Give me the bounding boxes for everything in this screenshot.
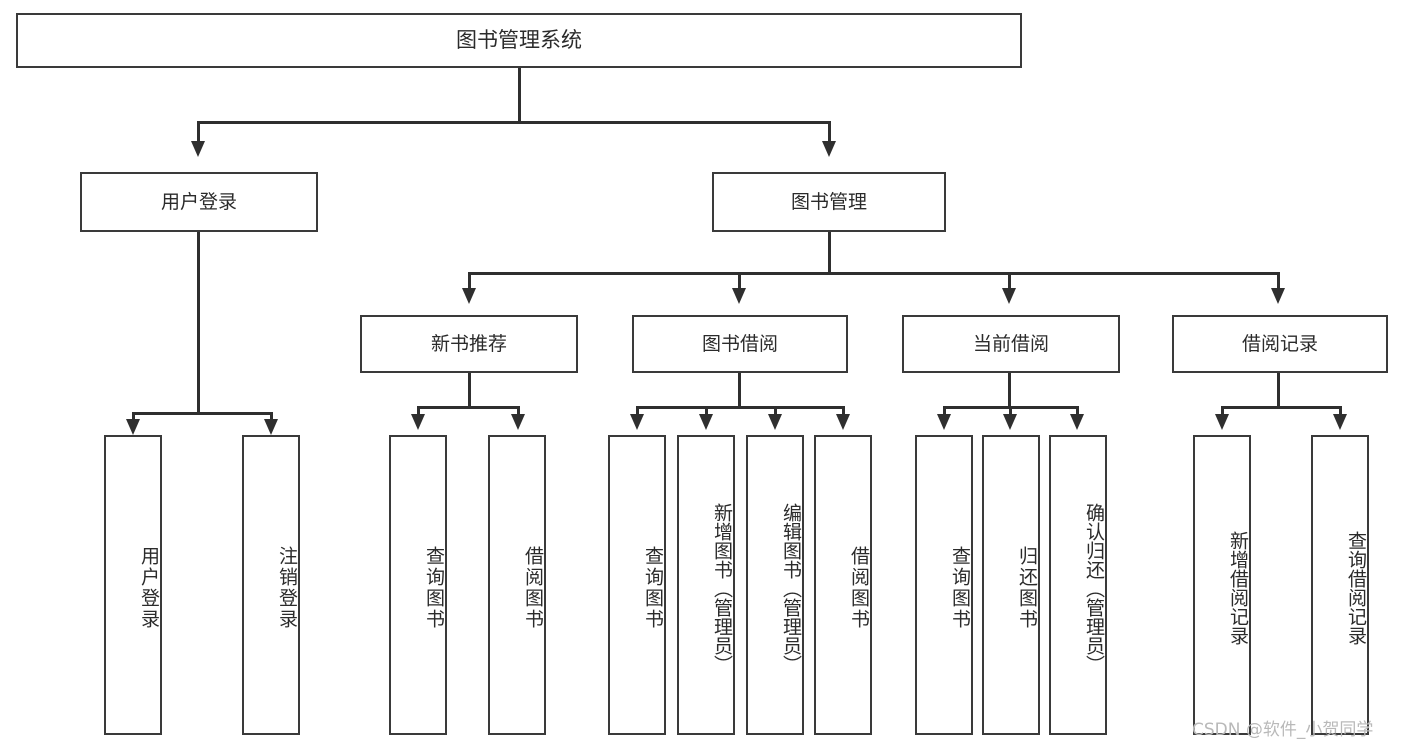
connector-level2-bar [198, 121, 830, 124]
node-leaf-edit-book[interactable]: 编辑图书（管理员） [746, 435, 804, 735]
arrowhead-leaf-query-record [1333, 414, 1347, 430]
node-borrow-record[interactable]: 借阅记录 [1172, 315, 1388, 373]
connector-cb-2 [1009, 406, 1012, 416]
arrowhead-leaf-borrow-book [836, 414, 850, 430]
connector-cb-3 [1076, 406, 1079, 416]
arrowhead-book-borrow [732, 288, 746, 304]
connector-bb-3 [774, 406, 777, 416]
node-current-borrow[interactable]: 当前借阅 [902, 315, 1120, 373]
connector-book-management-stem [828, 232, 831, 273]
node-leaf-user-logout[interactable]: 注销登录 [242, 435, 300, 735]
arrowhead-borrow-record [1271, 288, 1285, 304]
node-leaf-user-login[interactable]: 用户登录 [104, 435, 162, 735]
connector-to-book-management [828, 121, 831, 143]
arrowhead-book-management [822, 141, 836, 157]
node-book-management[interactable]: 图书管理 [712, 172, 946, 232]
connector-new-book-recommend-stem [468, 373, 471, 407]
connector-borrow-record-bar [1222, 406, 1341, 409]
connector-nbr-left [417, 406, 420, 416]
node-leaf-borrow-book-recommend[interactable]: 借阅图书 [488, 435, 546, 735]
connector-to-user-login [197, 121, 200, 143]
node-user-login[interactable]: 用户登录 [80, 172, 318, 232]
connector-user-login-right [270, 412, 273, 422]
connector-to-current-borrow [1008, 272, 1011, 290]
node-leaf-query-book-recommend[interactable]: 查询图书 [389, 435, 447, 735]
connector-level3-bar [469, 272, 1279, 275]
connector-cb-1 [943, 406, 946, 416]
node-book-borrow[interactable]: 图书借阅 [632, 315, 848, 373]
connector-bb-1 [636, 406, 639, 416]
node-leaf-add-record[interactable]: 新增借阅记录 [1193, 435, 1251, 735]
arrowhead-leaf-query-book-borrow [630, 414, 644, 430]
connector-to-new-book-recommend [468, 272, 471, 290]
connector-current-borrow-stem [1008, 373, 1011, 407]
node-root-book-management-system[interactable]: 图书管理系统 [16, 13, 1022, 68]
arrowhead-leaf-add-record [1215, 414, 1229, 430]
arrowhead-leaf-return-book [1003, 414, 1017, 430]
connector-user-login-bar [133, 412, 272, 415]
arrowhead-leaf-query-book-recommend [411, 414, 425, 430]
arrowhead-leaf-user-logout [264, 419, 278, 435]
node-new-book-recommend[interactable]: 新书推荐 [360, 315, 578, 373]
connector-br-left [1221, 406, 1224, 416]
connector-nbr-right [517, 406, 520, 416]
connector-bb-2 [705, 406, 708, 416]
node-leaf-return-book[interactable]: 归还图书 [982, 435, 1040, 735]
arrowhead-leaf-confirm-return [1070, 414, 1084, 430]
arrowhead-leaf-edit-book [768, 414, 782, 430]
connector-user-login-left [132, 412, 135, 422]
arrowhead-new-book-recommend [462, 288, 476, 304]
connector-borrow-record-stem [1277, 373, 1280, 407]
connector-to-book-borrow [738, 272, 741, 290]
arrowhead-leaf-query-book-current [937, 414, 951, 430]
csdn-watermark: CSDN @软件_小贺同学 [1192, 720, 1374, 740]
connector-bb-4 [842, 406, 845, 416]
node-leaf-confirm-return[interactable]: 确认归还（管理员） [1049, 435, 1107, 735]
connector-root-stem [518, 68, 521, 122]
arrowhead-leaf-user-login [126, 419, 140, 435]
connector-book-borrow-bar [637, 406, 844, 409]
node-leaf-borrow-book[interactable]: 借阅图书 [814, 435, 872, 735]
node-leaf-query-record[interactable]: 查询借阅记录 [1311, 435, 1369, 735]
connector-br-right [1339, 406, 1342, 416]
arrowhead-leaf-add-book [699, 414, 713, 430]
connector-book-borrow-stem [738, 373, 741, 407]
node-leaf-add-book[interactable]: 新增图书（管理员） [677, 435, 735, 735]
connector-to-borrow-record [1277, 272, 1280, 290]
node-leaf-query-book-current[interactable]: 查询图书 [915, 435, 973, 735]
arrowhead-leaf-borrow-book-recommend [511, 414, 525, 430]
arrowhead-user-login [191, 141, 205, 157]
arrowhead-current-borrow [1002, 288, 1016, 304]
connector-user-login-stem [197, 232, 200, 413]
node-leaf-query-book-borrow[interactable]: 查询图书 [608, 435, 666, 735]
connector-new-book-recommend-bar [418, 406, 519, 409]
